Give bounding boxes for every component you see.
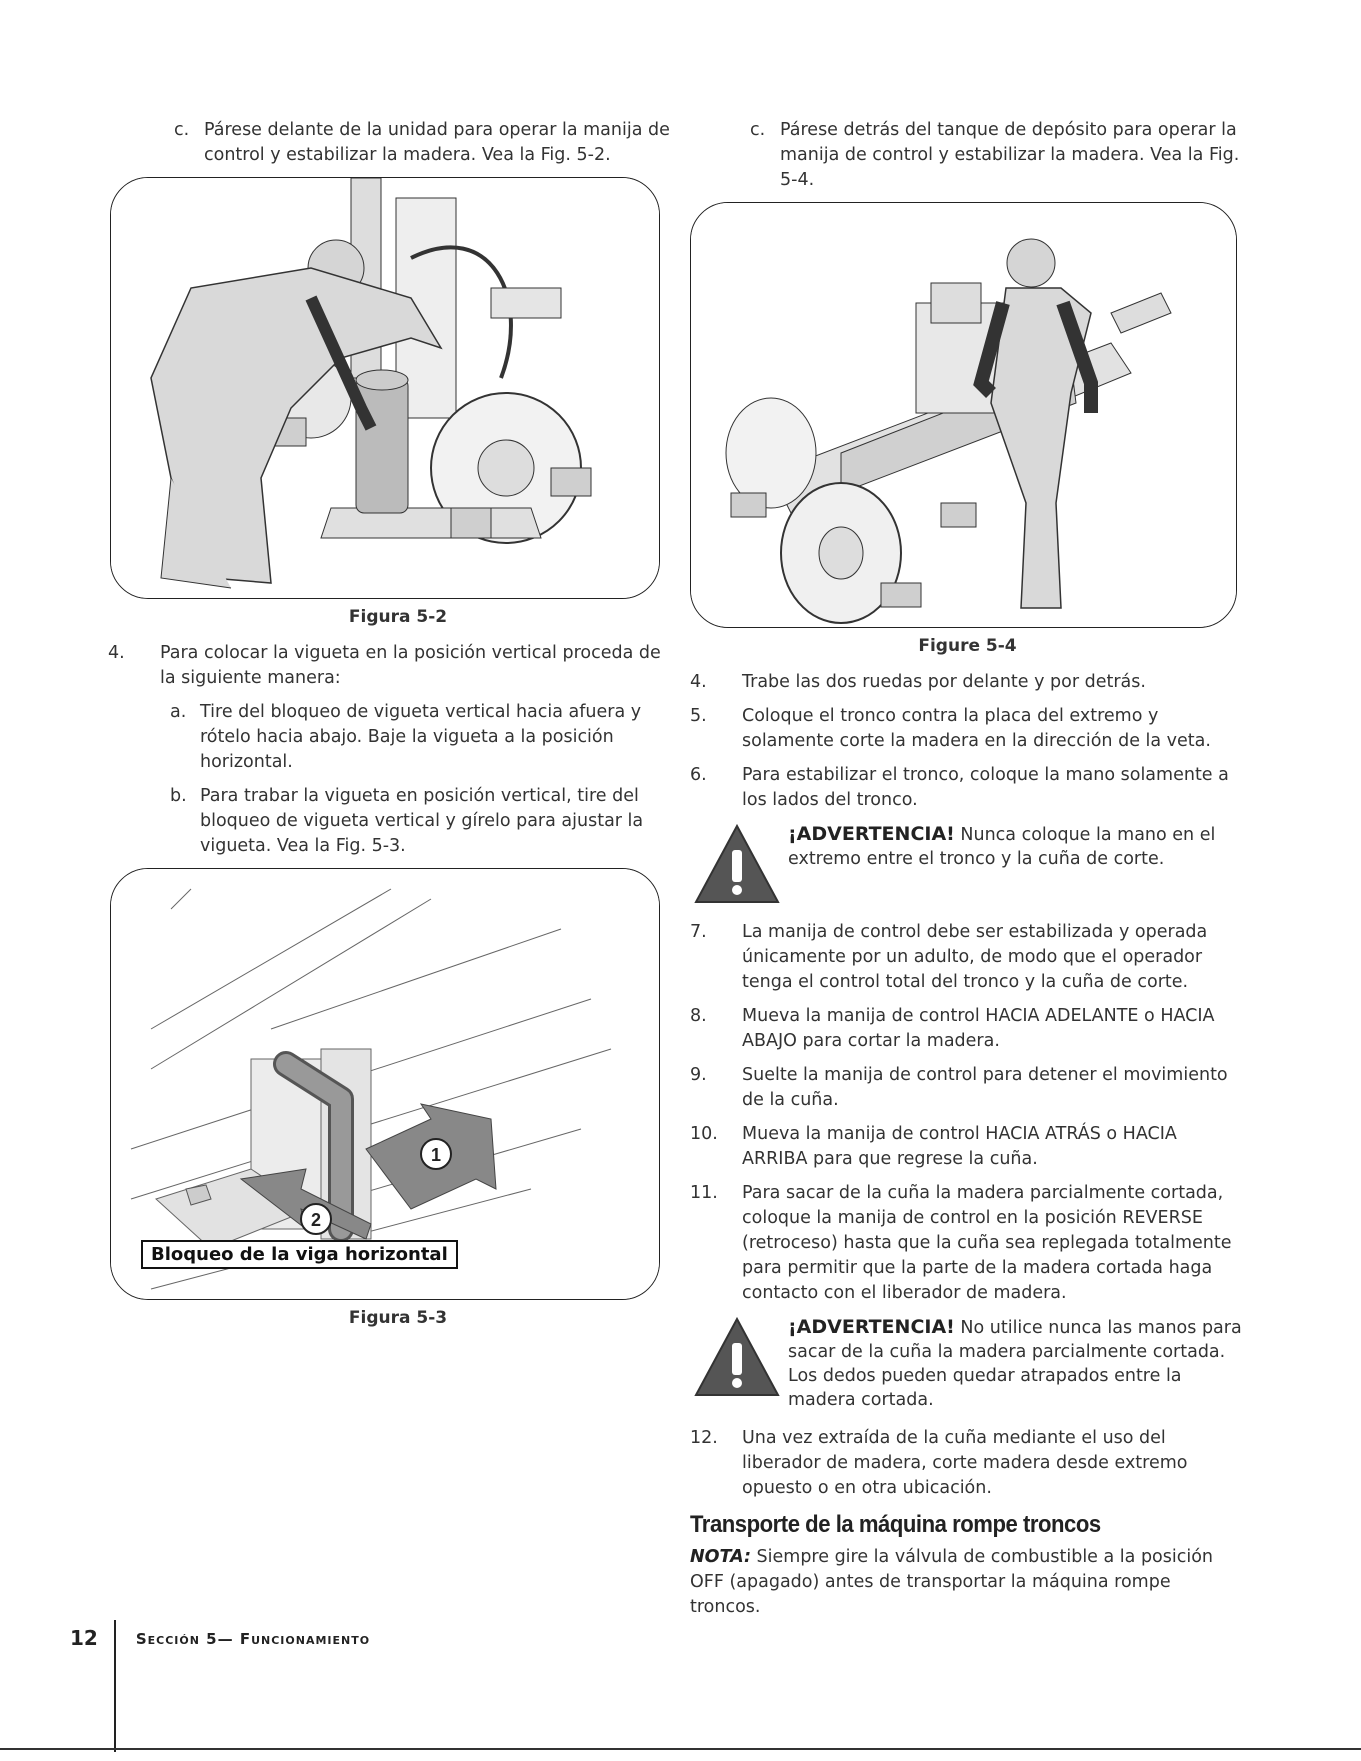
arrow-2-label: 2 (311, 1210, 321, 1230)
right-step-5: 5. Coloque el tronco contra la placa del… (690, 704, 1245, 754)
item-number: 9. (690, 1065, 707, 1085)
right-step-8: 8. Mueva la manija de control HACIA ADEL… (690, 1004, 1245, 1054)
figure-5-2 (110, 177, 660, 599)
item-number: 6. (690, 765, 707, 785)
warning-triangle-icon (694, 1316, 780, 1396)
right-step-4: 4. Trabe las dos ruedas por delante y po… (690, 670, 1245, 695)
item-text: Para sacar de la cuña la madera parcialm… (742, 1183, 1232, 1303)
item-number: 4. (690, 672, 707, 692)
item-text: Párese delante de la unidad para operar … (204, 120, 670, 165)
item-text: Para estabilizar el tronco, coloque la m… (742, 765, 1229, 810)
right-step-6: 6. Para estabilizar el tronco, coloque l… (690, 763, 1245, 813)
right-intro-item: c. Párese detrás del tanque de depósito … (690, 118, 1245, 193)
bottom-rule (0, 1748, 1361, 1750)
figure-5-3-caption: Figura 5-3 (348, 1308, 448, 1328)
step-4b: b. Para trabar la vigueta en posición ve… (118, 784, 678, 859)
warning-2: ¡ADVERTENCIA! No utilice nunca las manos… (690, 1315, 1245, 1412)
item-text: Mueva la manija de control HACIA ATRÁS o… (742, 1124, 1177, 1169)
figure-5-3: 1 2 Bloqueo de la viga horizontal (110, 868, 660, 1300)
beam-lock-label: Bloqueo de la viga horizontal (141, 1240, 458, 1269)
item-text: Mueva la manija de control HACIA ADELANT… (742, 1006, 1215, 1051)
item-number: c. (174, 120, 190, 140)
warning-1-title: ¡ADVERTENCIA! (788, 823, 955, 845)
right-step-7: 7. La manija de control debe ser estabil… (690, 920, 1245, 995)
warning-1-text: ¡ADVERTENCIA! Nunca coloque la mano en e… (788, 822, 1245, 871)
section-heading: Transporte de la máquina rompe troncos (690, 1511, 1101, 1538)
nota-label: NOTA: (690, 1547, 751, 1567)
figure-5-4 (690, 202, 1237, 628)
page-number: 12 (70, 1626, 98, 1650)
step-4a: a. Tire del bloqueo de vigueta vertical … (118, 700, 678, 775)
figure-5-4-caption: Figure 5-4 (918, 636, 1017, 656)
warning-triangle-icon (694, 823, 780, 903)
left-intro-item: c. Párese delante de la unidad para oper… (118, 118, 678, 168)
nota-paragraph: NOTA: Siempre gire la válvula de combust… (690, 1545, 1245, 1620)
beam-lock-illustration: 1 2 (111, 869, 659, 1299)
arrow-1-label: 1 (431, 1145, 441, 1165)
step-4: 4. Para colocar la vigueta en la posició… (108, 641, 678, 691)
item-number: 5. (690, 706, 707, 726)
item-text: Suelte la manija de control para detener… (742, 1065, 1228, 1110)
item-number: 12. (690, 1428, 718, 1448)
item-number: c. (750, 120, 766, 140)
page-footer: 12 Sección 5— Funcionamiento (70, 1620, 370, 1752)
right-step-12: 12. Una vez extraída de la cuña mediante… (690, 1426, 1245, 1501)
item-number: 7. (690, 922, 707, 942)
item-number: 11. (690, 1183, 718, 1203)
section-title: Sección 5— Funcionamiento (135, 1630, 371, 1648)
warning-2-body: No utilice nunca las manos para sacar de… (788, 1318, 1242, 1410)
item-number: b. (170, 786, 187, 806)
right-step-9: 9. Suelte la manija de control para dete… (690, 1063, 1245, 1113)
item-text: Tire del bloqueo de vigueta vertical hac… (200, 702, 642, 772)
item-number: 8. (690, 1006, 707, 1026)
warning-1-body: Nunca coloque la mano en el extremo entr… (788, 825, 1216, 869)
warning-2-title: ¡ADVERTENCIA! (788, 1316, 955, 1338)
right-step-11: 11. Para sacar de la cuña la madera parc… (690, 1181, 1245, 1306)
item-text: Para trabar la vigueta en posición verti… (200, 786, 644, 856)
footer-divider (113, 1620, 116, 1752)
log-splitter-front-illustration (111, 178, 659, 598)
figure-5-2-caption: Figura 5-2 (348, 607, 448, 627)
item-text: Una vez extraída de la cuña mediante el … (742, 1428, 1188, 1498)
item-text: La manija de control debe ser estabiliza… (742, 922, 1208, 992)
nota-text: Siempre gire la válvula de combustible a… (690, 1547, 1214, 1617)
left-column: c. Párese delante de la unidad para oper… (108, 118, 678, 1342)
item-text: Trabe las dos ruedas por delante y por d… (742, 672, 1146, 692)
item-number: a. (170, 702, 187, 722)
warning-2-text: ¡ADVERTENCIA! No utilice nunca las manos… (788, 1315, 1245, 1412)
right-step-10: 10. Mueva la manija de control HACIA ATR… (690, 1122, 1245, 1172)
item-number: 10. (690, 1124, 718, 1144)
item-text: Para colocar la vigueta en la posición v… (160, 643, 661, 688)
item-number: 4. (108, 643, 125, 663)
warning-1: ¡ADVERTENCIA! Nunca coloque la mano en e… (690, 822, 1245, 906)
item-text: Coloque el tronco contra la placa del ex… (742, 706, 1211, 751)
right-column: c. Párese detrás del tanque de depósito … (690, 118, 1245, 1620)
log-splitter-rear-illustration (691, 203, 1236, 627)
item-text: Párese detrás del tanque de depósito par… (780, 120, 1240, 190)
